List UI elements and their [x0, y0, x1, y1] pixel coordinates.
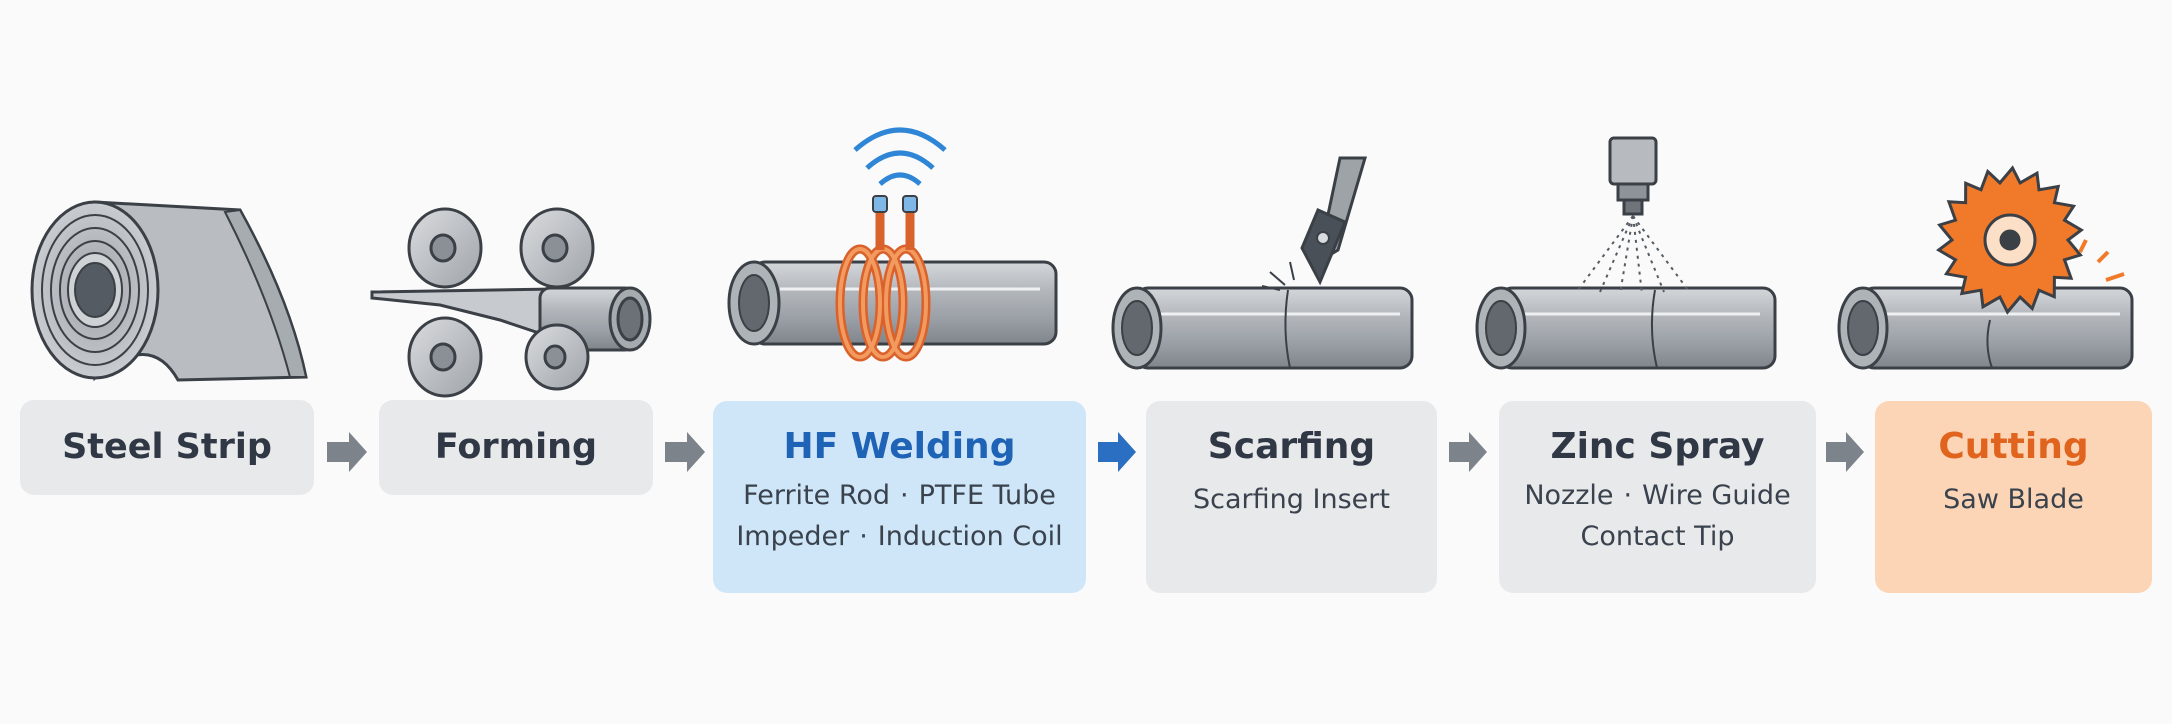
component-line: Scarfing Insert [1146, 479, 1437, 520]
step-title: HF Welding [783, 426, 1016, 467]
induction-coil-icon [727, 127, 1058, 362]
step-title: Forming [434, 427, 598, 467]
separator-dot: · [859, 521, 868, 552]
saw-blade-icon [1837, 165, 2134, 370]
arrow-hf-to-scarfing [1098, 432, 1136, 472]
arrow-zinc-to-cutting [1826, 432, 1864, 472]
flow-arrows [327, 432, 1864, 472]
component-label: Nozzle [1524, 480, 1614, 511]
component-label: Induction Coil [877, 521, 1063, 552]
step-forming: Forming [379, 400, 653, 495]
component-label: Contact Tip [1580, 521, 1735, 552]
step-zinc-spray: Zinc Spray Nozzle · Wire Guide Contact Tip [1499, 401, 1816, 593]
component-label: Ferrite Rod [743, 480, 891, 511]
arrow-scarfing-to-zinc [1449, 432, 1487, 472]
arrow-steel-to-forming [327, 432, 367, 472]
component-label: Saw Blade [1943, 484, 2084, 515]
arrow-forming-to-hf [665, 432, 705, 472]
step-hf-welding: HF Welding Ferrite Rod · PTFE Tube Impeder… [713, 401, 1086, 593]
component-label: PTFE Tube [918, 480, 1056, 511]
step-title: Steel Strip [62, 427, 272, 467]
component-line: Saw Blade [1875, 479, 2152, 520]
component-label: Wire Guide [1642, 480, 1791, 511]
step-title: Zinc Spray [1550, 426, 1765, 467]
steel-coil-icon [30, 200, 308, 382]
spray-nozzle-icon [1475, 136, 1777, 370]
separator-dot: · [900, 480, 909, 511]
component-line: Impeder · Induction Coil [713, 516, 1086, 557]
separator-dot: · [1623, 480, 1633, 511]
step-cutting: Cutting Saw Blade [1875, 401, 2152, 593]
step-title: Scarfing [1207, 426, 1376, 467]
component-label: Impeder [736, 521, 850, 552]
step-scarfing: Scarfing Scarfing Insert [1146, 401, 1437, 593]
forming-rollers-icon [370, 207, 652, 398]
step-steel-strip: Steel Strip [20, 400, 314, 495]
step-title: Cutting [1938, 426, 2089, 467]
component-line: Nozzle · Wire Guide [1499, 475, 1816, 516]
component-label: Scarfing Insert [1193, 484, 1390, 515]
scarfing-tool-icon [1111, 156, 1414, 370]
component-line: Ferrite Rod · PTFE Tube [713, 475, 1086, 516]
component-line: Contact Tip [1499, 516, 1816, 557]
